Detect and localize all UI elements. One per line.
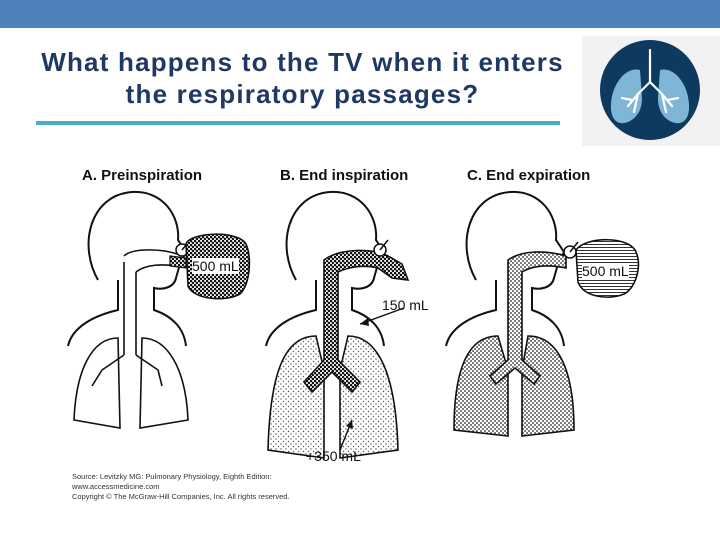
- panel-b-end-inspiration: [265, 190, 410, 459]
- slide-title: What happens to the TV when it enters th…: [41, 47, 564, 109]
- panel-a-volume-label: 500 mL: [192, 258, 239, 274]
- panel-c-volume-label: 500 mL: [582, 263, 629, 279]
- panel-b-dead-space-label: 150 mL: [382, 297, 429, 313]
- panel-b-label: B. End inspiration: [280, 167, 409, 184]
- title-underline: [36, 121, 560, 125]
- panel-c-label: C. End expiration: [467, 167, 591, 184]
- source-line-1: Source: Levitzky MG: Pulmonary Physiolog…: [72, 472, 272, 481]
- lungs-logo-icon: [582, 36, 720, 146]
- panel-c-end-expiration: [445, 190, 640, 437]
- header-bar: [0, 0, 720, 28]
- panel-a-label: A. Preinspiration: [82, 167, 203, 184]
- source-line-3: Copyright © The McGraw-Hill Companies, I…: [72, 492, 290, 501]
- source-line-2: www.accessmedicine.com: [72, 482, 160, 491]
- panel-a-preinspiration: [67, 190, 251, 429]
- panel-b-alveolar-label: +350 mL: [306, 448, 361, 464]
- source-credit: Source: Levitzky MG: Pulmonary Physiolog…: [72, 472, 290, 502]
- respiratory-dead-space-diagram: [67, 190, 640, 459]
